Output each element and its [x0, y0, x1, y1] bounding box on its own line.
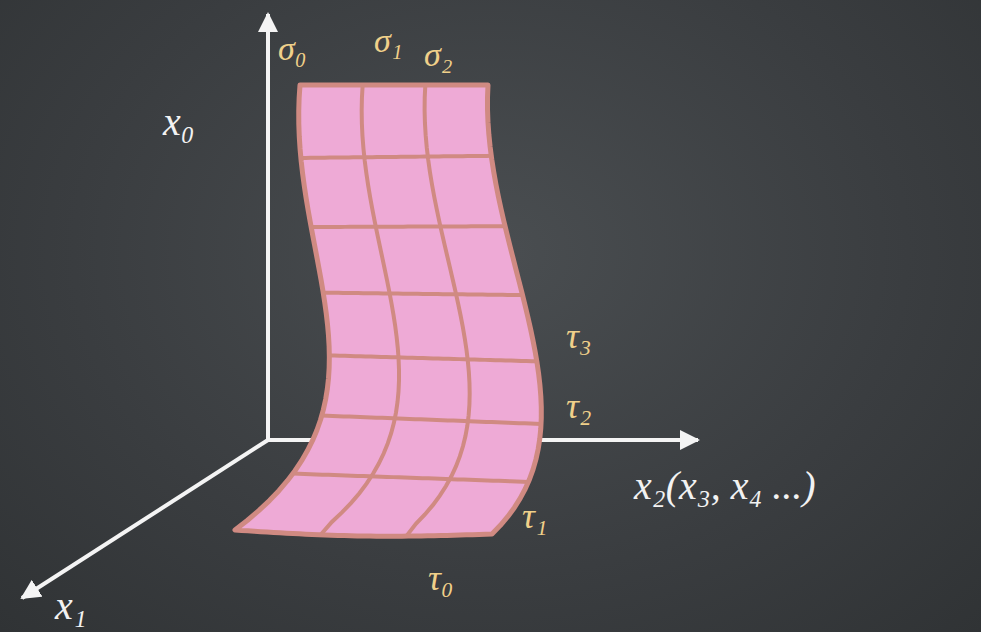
axis-label: x₁: [55, 586, 87, 626]
worldsheet-grid-line: [321, 85, 399, 535]
x0-axis: [266, 14, 270, 442]
axis-label: x₂(x₃, x₄ ...): [634, 466, 816, 506]
worldsheet-grid-line: [323, 293, 522, 295]
tau-label: τ₂: [566, 388, 591, 424]
sigma-label: σ₁: [374, 24, 403, 58]
worldsheet-grid-line: [406, 85, 469, 536]
worldsheet-grid-line: [329, 355, 536, 361]
worldsheet-grid-line: [311, 224, 505, 229]
worldsheet-grid-line: [301, 156, 491, 158]
sigma-label: σ₀: [278, 32, 307, 66]
worldsheet-surface: [235, 85, 541, 536]
worldsheet-grid-line: [322, 416, 541, 424]
sigma-label: σ₂: [424, 38, 453, 72]
tau-label: τ₀: [428, 560, 453, 596]
x1-axis: [22, 440, 268, 598]
worldsheet-grid-line: [293, 474, 528, 482]
worldsheet-edge: [235, 85, 541, 536]
tau-label: τ₁: [522, 498, 547, 534]
tau-label: τ₃: [566, 318, 591, 354]
axis-label: x₀: [163, 102, 195, 142]
